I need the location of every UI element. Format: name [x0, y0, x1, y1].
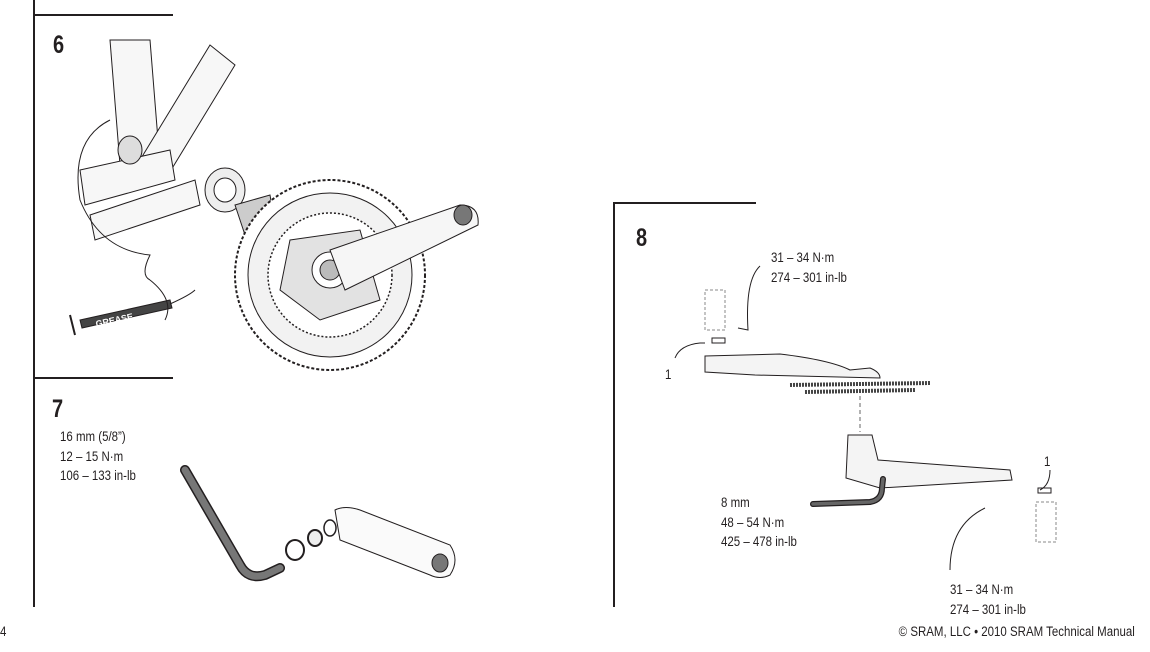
step8-wrench-spec: 8 mm 48 – 54 N·m 425 – 478 in-lb: [721, 493, 797, 552]
copyright: © SRAM, LLC • 2010 SRAM Technical Manual: [898, 624, 1135, 639]
torque-inlb: 425 – 478 in-lb: [721, 534, 797, 549]
step6-top-rule: [33, 14, 173, 16]
torque-nm: 48 – 54 N·m: [721, 514, 785, 530]
callout-1-left: 1: [665, 367, 672, 382]
step-7-number: 7: [52, 395, 64, 423]
callout-1-right: 1: [1044, 454, 1051, 469]
torque-inlb: 274 – 301 in-lb: [771, 269, 847, 285]
torque-nm: 12 – 15 N·m: [60, 448, 124, 464]
step-6-number: 6: [53, 31, 65, 59]
step7-top-rule: [33, 377, 173, 379]
step7-wrench-spec: 16 mm (5/8”) 12 – 15 N·m 106 – 133 in-lb: [60, 427, 136, 486]
wrench-size: 16 mm (5/8”): [60, 429, 126, 444]
step6-illustration: [69, 39, 479, 371]
step8-top-rule: [613, 202, 756, 204]
wrench-size: 8 mm: [721, 495, 750, 510]
step7-illustration: [180, 465, 456, 582]
torque-inlb: 274 – 301 in-lb: [950, 601, 1026, 617]
step8-left-rule: [613, 202, 615, 607]
step-8-number: 8: [636, 224, 648, 252]
page-number: 4: [0, 624, 7, 639]
step8-bottom-torque: 31 – 34 N·m 274 – 301 in-lb: [950, 580, 1026, 619]
torque-inlb: 106 – 133 in-lb: [60, 468, 136, 483]
step8-top-torque: 31 – 34 N·m 274 – 301 in-lb: [771, 248, 847, 287]
step6-left-rule: [33, 0, 35, 607]
torque-nm: 31 – 34 N·m: [771, 250, 835, 265]
step8-illustration: [674, 265, 1057, 571]
torque-nm: 31 – 34 N·m: [950, 582, 1014, 597]
